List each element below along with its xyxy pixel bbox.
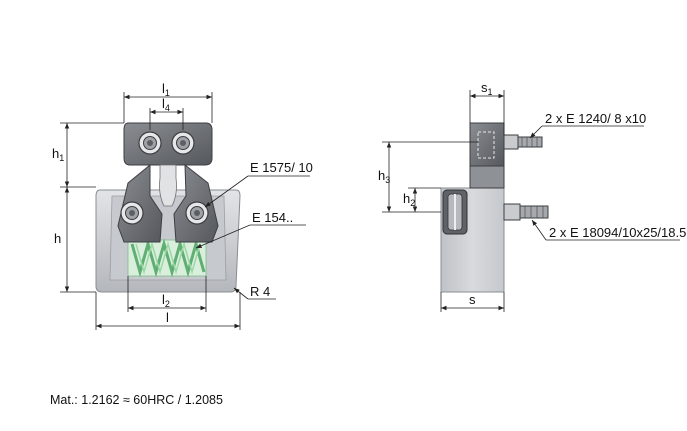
dim-l1-label: l1 — [162, 81, 170, 98]
material-note: Mat.: 1.2162 ≈ 60HRC / 1.2085 — [50, 393, 223, 407]
label-e154: E 154.. — [252, 210, 293, 225]
top-bolt-right — [171, 131, 195, 155]
front-view: l1 l4 h1 h l2 l E 1575/ 10 E 154.. R 4 — [52, 81, 313, 330]
center-tongue — [159, 164, 177, 207]
dim-h3-label: h3 — [378, 168, 390, 185]
dim-l-label: l — [166, 310, 169, 325]
side-clamp — [469, 122, 505, 167]
spring-coils — [130, 238, 206, 278]
label-r4: R 4 — [250, 284, 270, 299]
side-view: s1 h3 h2 s 2 x E 1240/ 8 x10 2 x E 18094… — [378, 80, 686, 312]
label-screw-bottom: 2 x E 18094/10x25/18.5 — [549, 225, 686, 240]
dim-l4-label: l4 — [162, 96, 170, 113]
hidden-screw — [477, 131, 495, 159]
dim-s-label: s — [469, 292, 476, 307]
label-screw-top: 2 x E 1240/ 8 x10 — [545, 111, 646, 126]
top-bolt-left — [138, 131, 162, 155]
side-jaw — [469, 165, 505, 189]
dim-h-label: h — [54, 231, 61, 246]
dim-h1-label: h1 — [52, 146, 64, 163]
front-dimension-lines — [60, 92, 310, 330]
top-clamp — [123, 122, 213, 166]
label-e1575: E 1575/ 10 — [250, 160, 313, 175]
screw-bottom — [503, 203, 549, 221]
side-dimension-lines — [382, 90, 680, 312]
dim-l2-label: l2 — [162, 292, 170, 309]
side-roller — [442, 189, 468, 235]
dim-h2-label: h2 — [403, 191, 415, 208]
left-jaw — [117, 163, 163, 243]
pin-left — [120, 201, 144, 225]
screw-top — [503, 134, 543, 150]
pin-right — [185, 201, 209, 225]
dim-s1-label: s1 — [481, 80, 493, 97]
